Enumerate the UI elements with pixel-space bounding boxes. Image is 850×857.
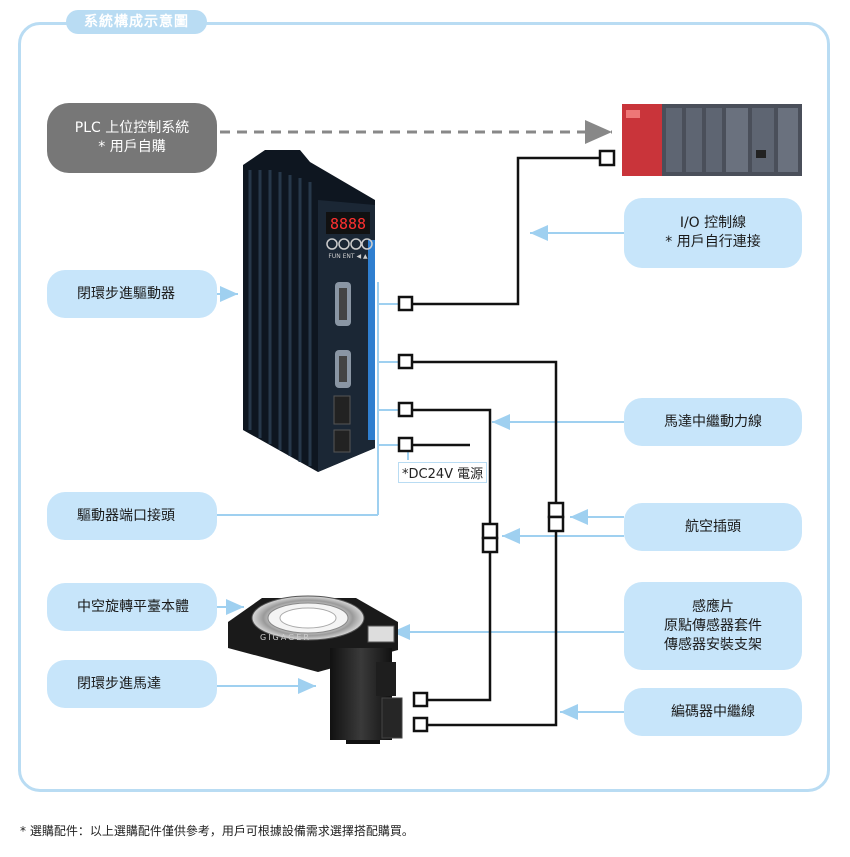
platform-label: 中空旋轉平臺本體: [47, 583, 217, 631]
motor-power-connector: [412, 716, 429, 733]
io-connector: [397, 295, 414, 312]
diagram-title: 系統構成示意圖: [66, 10, 207, 34]
io-line-label: I/O 控制線 * 用戶自行連接: [624, 198, 802, 268]
plc-module-image: [622, 104, 802, 176]
plc-label: PLC 上位控制系統 * 用戶自購: [47, 103, 217, 173]
driver-display: 8888: [330, 215, 366, 233]
brand-text: GIGAGER: [260, 633, 311, 642]
driver-label: 閉環步進驅動器: [47, 270, 217, 318]
driver-port-label: 驅動器端口接頭: [47, 492, 217, 540]
motor-image: [330, 648, 403, 744]
aviation-plug-label: 航空插頭: [624, 503, 802, 551]
dc-connector: [397, 436, 414, 453]
driver-image: 8888 FUN ENT ◀ ▲: [243, 150, 375, 472]
power-line-label: 馬達中繼動力線: [624, 398, 802, 446]
dc24v-label: *DC24V 電源: [398, 462, 488, 483]
driver-buttons-text: FUN ENT ◀ ▲: [328, 253, 368, 260]
plc-connector: [598, 149, 616, 167]
motor-label: 閉環步進馬達: [47, 660, 217, 708]
footnote: * 選購配件：以上選購配件僅供參考，用戶可根據設備需求選擇搭配購買。: [20, 824, 414, 838]
diagram-frame: [18, 22, 830, 792]
sensor-label: 感應片 原點傳感器套件 傳感器安裝支架: [624, 582, 802, 670]
encoder-connector: [397, 401, 414, 418]
power-connector: [397, 353, 414, 370]
motor-encoder-connector: [412, 691, 429, 708]
encoder-line-label: 編碼器中繼線: [624, 688, 802, 736]
